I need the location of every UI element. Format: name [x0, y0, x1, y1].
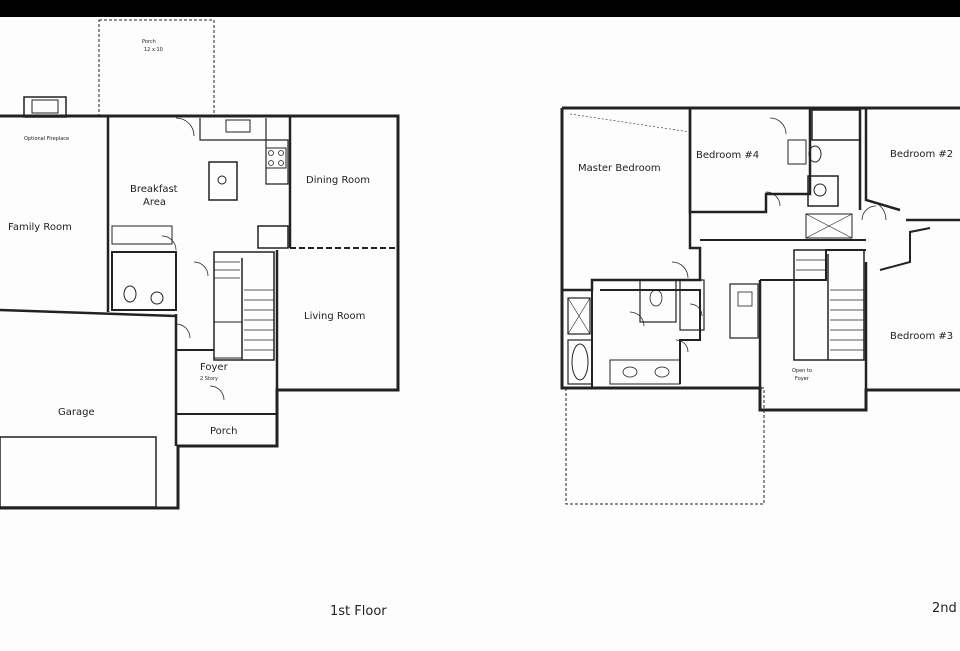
back-porch-size: 12 x 10: [144, 47, 163, 53]
dining-room-label: Dining Room: [306, 175, 370, 186]
first-floor-caption: 1st Floor: [330, 604, 387, 619]
second-floor-labels: Master Bedroom Bedroom #4 Bedroom #2 Bed…: [578, 149, 957, 616]
master-bedroom-label: Master Bedroom: [578, 163, 661, 174]
bedroom-3-label: Bedroom #3: [890, 331, 953, 342]
second-floor-plan: [560, 106, 960, 505]
floor-plan-svg: Porch 12 x 10 Optional Fireplace Family …: [0, 19, 960, 619]
first-floor-plan: [0, 19, 400, 510]
stairs-second-floor: [793, 249, 865, 361]
foyer-label: Foyer: [200, 362, 229, 373]
top-black-bar: [0, 0, 960, 17]
foyer-note: 2 Story: [200, 376, 218, 382]
area-under-roof-outline: [565, 387, 765, 505]
linen-closet: [805, 213, 853, 239]
first-floor-exterior-wall: [0, 114, 400, 510]
kitchen-island: [208, 161, 238, 201]
area-label: Area: [143, 197, 166, 208]
bedroom-4-label: Bedroom #4: [696, 150, 759, 161]
garage-door: [0, 436, 157, 508]
back-porch-label: Porch: [142, 39, 156, 45]
garage-label: Garage: [58, 407, 95, 418]
second-floor-caption: 2nd: [932, 601, 957, 616]
bedroom-2-label: Bedroom #2: [890, 149, 953, 160]
stairs-first-floor: [213, 251, 275, 361]
breakfast-label: Breakfast: [130, 184, 178, 195]
open-to-label: Open to: [792, 368, 812, 374]
first-floor-labels: Porch 12 x 10 Optional Fireplace Family …: [8, 39, 387, 619]
back-porch-outline: [98, 19, 215, 117]
floor-plan-drawing: Porch 12 x 10 Optional Fireplace Family …: [0, 17, 960, 651]
living-room-label: Living Room: [304, 311, 365, 322]
front-porch-label: Porch: [210, 426, 238, 437]
open-to-foyer-label: Foyer: [795, 376, 810, 382]
fireplace-label: Optional Fireplace: [24, 136, 69, 142]
family-room-label: Family Room: [8, 222, 72, 233]
